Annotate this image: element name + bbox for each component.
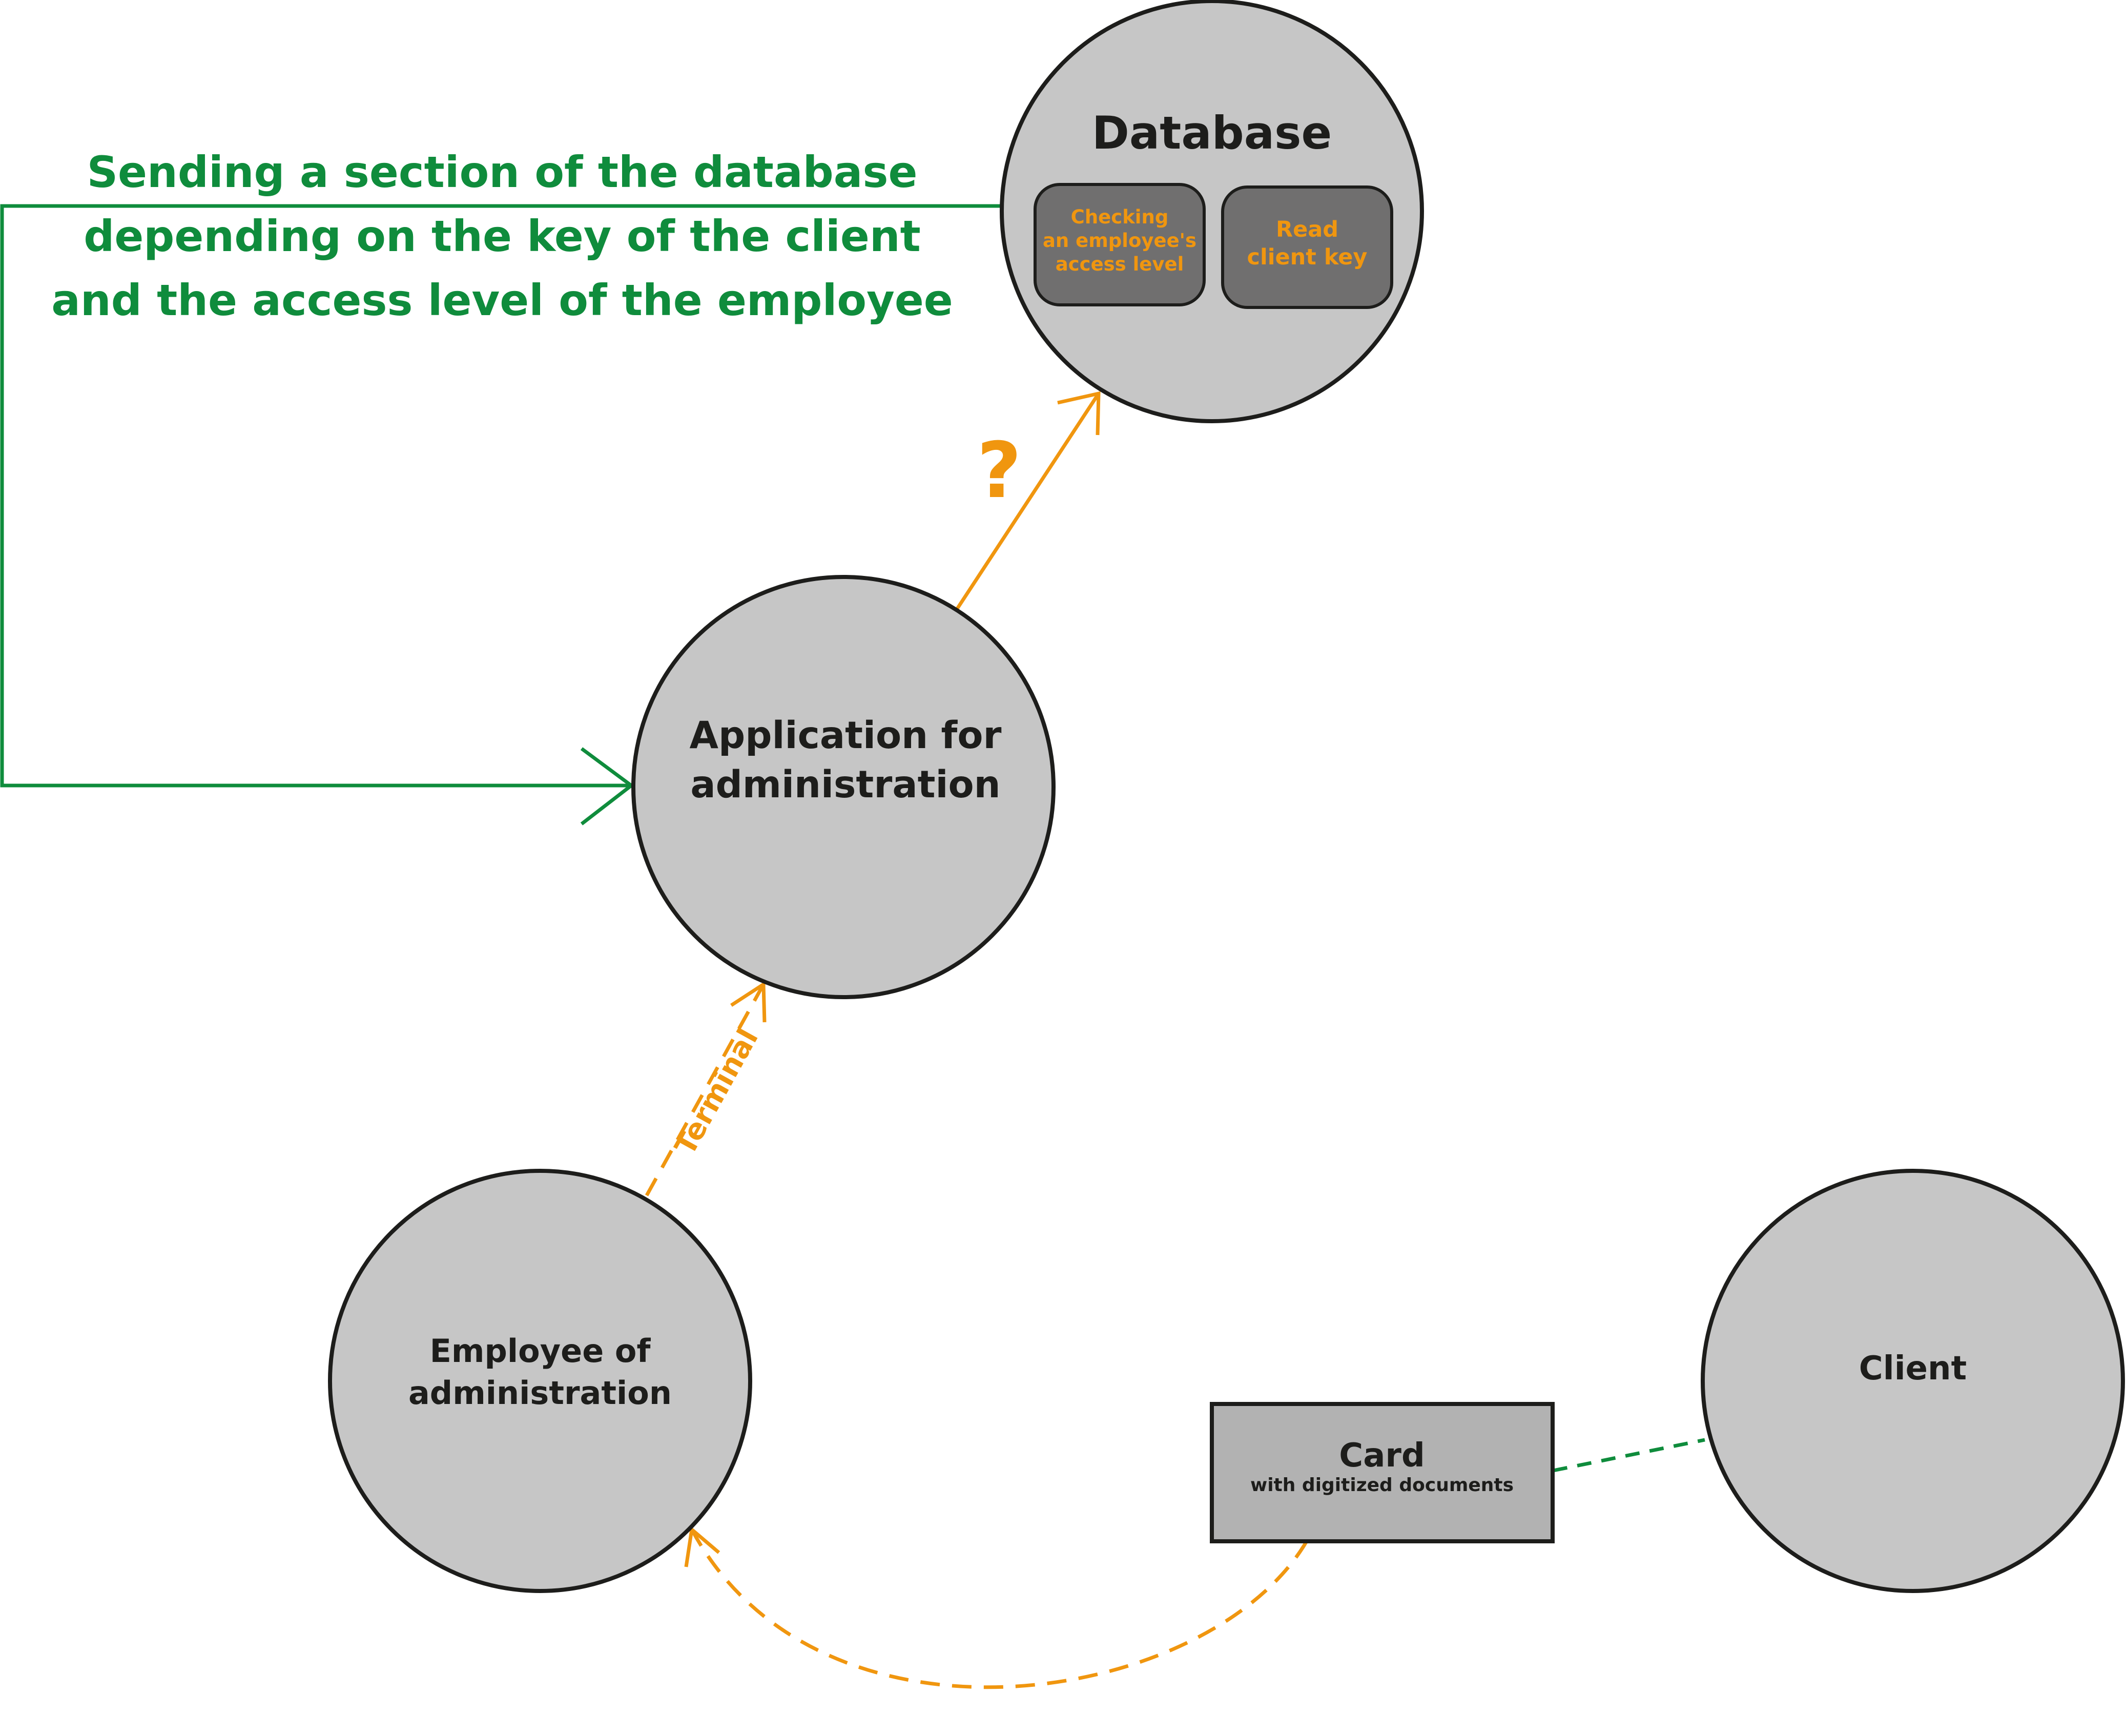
database-title: Database [1092,107,1332,159]
green-label-line2: depending on the key of the client [84,211,921,261]
database-node: Database Checking an employee's access l… [1000,0,1424,423]
checking-access-box: Checking an employee's access level [1034,183,1206,306]
card-title: Card [1339,1437,1425,1475]
orange-query-arrowhead [1057,391,1101,436]
terminal-dashed-line [645,983,766,1196]
green-feedback-line [0,204,1003,788]
checking-access-line1: Checking [1071,206,1169,228]
employee-line1: Employee of [430,1332,651,1370]
employee-line2: administration [408,1374,672,1412]
terminal-label: Terminal [669,1023,765,1161]
card-rect [1210,1402,1555,1543]
read-client-key-box: Read client key [1221,185,1393,309]
client-label: Client [1859,1350,1967,1388]
read-client-key-rect [1221,185,1393,309]
read-client-key-line2: client key [1247,244,1368,270]
question-mark-label: ? [977,426,1021,515]
application-line2: administration [690,763,1000,807]
employee-circle [328,1169,752,1593]
green-annotation: Sending a section of the database depend… [51,147,953,325]
card-to-employee-arrowhead [684,1526,720,1567]
database-circle [1000,0,1424,423]
card-client-dashed-line [1553,1438,1705,1473]
application-line1: Application for [690,714,1002,757]
card-subtitle: with digitized documents [1250,1475,1514,1496]
employee-node: Employee of administration [328,1169,752,1593]
green-arrowhead [580,747,634,825]
green-label-line1: Sending a section of the database [87,147,918,197]
checking-access-line3: access level [1056,253,1184,275]
read-client-key-line1: Read [1276,217,1338,242]
client-node: Client [1701,1169,2125,1593]
green-label-line3: and the access level of the employee [51,275,953,325]
card-node: Card with digitized documents [1210,1402,1555,1543]
application-node: Application for administration [631,575,1056,999]
checking-access-line2: an employee's [1043,230,1196,252]
application-circle [631,575,1056,999]
client-circle [1701,1169,2125,1593]
checking-access-rect [1034,183,1206,306]
orange-query-line [955,392,1100,611]
terminal-arrowhead [730,981,767,1023]
card-to-employee-dashed-curve [690,1528,1309,1689]
